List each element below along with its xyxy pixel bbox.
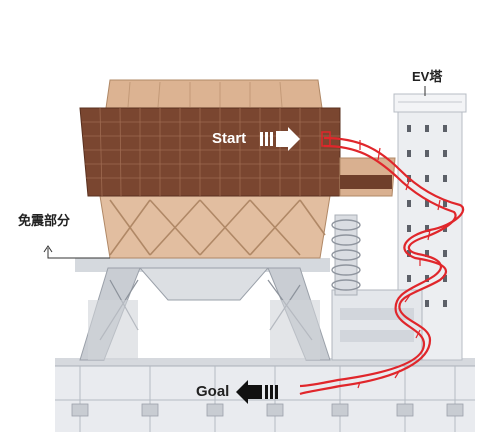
support-frame	[75, 258, 331, 361]
ground-structure	[55, 358, 475, 432]
arrow-left-striped-icon	[236, 380, 278, 404]
arrow-right-striped-icon	[260, 127, 300, 151]
goal-label: Goal	[196, 383, 230, 400]
slide-path	[299, 136, 465, 396]
isolation-truss	[99, 195, 331, 259]
leader-line-arrow-icon	[43, 245, 110, 259]
start-label: Start	[212, 130, 247, 147]
ev-tower-label: EV塔	[412, 69, 443, 84]
spiral-stair	[331, 214, 361, 296]
upper-building	[79, 79, 396, 197]
start-hatch	[321, 131, 331, 147]
isolation-label: 免震部分	[18, 213, 71, 228]
